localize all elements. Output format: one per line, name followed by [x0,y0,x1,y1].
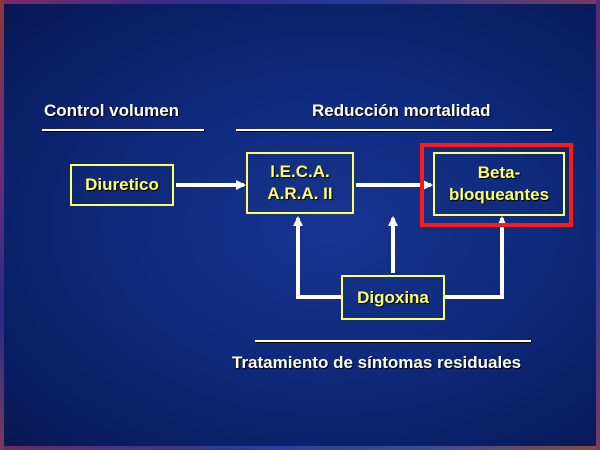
rule-reduccion-mortalidad [236,129,552,131]
box-digoxina: Digoxina [341,275,445,320]
frame-edge-top [0,0,600,4]
box-betabloqueantes: Beta- bloqueantes [433,152,565,216]
heading-control-volumen: Control volumen [44,101,180,120]
box-diuretico: Diuretico [70,164,174,206]
label-bloqueantes: bloqueantes [448,185,550,204]
label-ieca: I.E.C.A. [270,162,330,181]
frame-edge-right [596,0,600,450]
highlight-frame-beta [420,143,573,227]
rule-control-volumen [42,129,204,131]
frame-edge-bottom [0,446,600,450]
frame-edge-left [0,0,4,450]
arrow-digoxina-to-beta [445,216,507,299]
rule-tratamiento [255,340,531,342]
label-digoxina: Digoxina [357,287,429,307]
heading-tratamiento: Tratamiento de síntomas residuales [232,353,522,372]
label-diuretico: Diuretico [85,175,159,194]
label-beta: Beta- [477,163,521,182]
heading-reduccion-mortalidad: Reducción mortalidad [312,101,491,120]
arrow-digoxina-to-ieca [293,216,341,299]
label-ara-ii: A.R.A. II [267,184,333,203]
box-ieca-ara: I.E.C.A. A.R.A. II [246,152,354,214]
